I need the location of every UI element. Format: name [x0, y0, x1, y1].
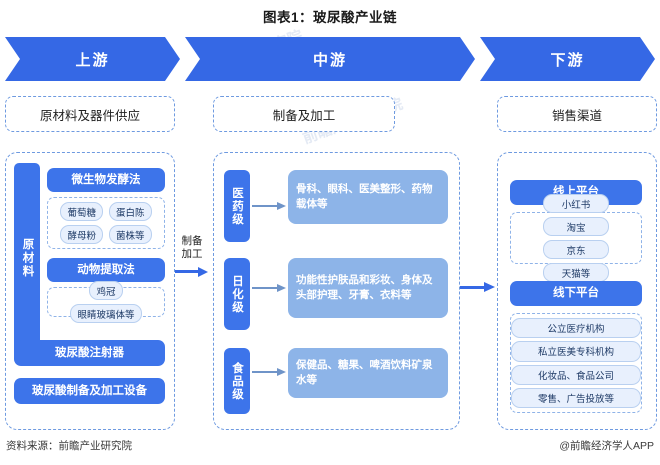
stage-upstream[interactable]: 上游: [5, 37, 180, 81]
method-fermentation[interactable]: 微生物发酵法: [47, 168, 165, 192]
list-item: 公立医疗机构: [511, 318, 641, 339]
connector-label-line1: 制备: [181, 235, 203, 248]
stage-banner: 上游 中游 下游: [5, 37, 655, 81]
method-animal-extraction[interactable]: 动物提取法: [47, 258, 165, 282]
grade-cosmetic-label: 日化级: [231, 274, 243, 314]
tag-item: 京东: [543, 240, 609, 259]
grade-food-label: 食品级: [231, 361, 243, 401]
offline-platform-list: 公立医疗机构 私立医美专科机构 化妆品、食品公司 零售、广告投放等: [510, 313, 642, 413]
arrow-right-icon: [252, 284, 286, 293]
stage-downstream[interactable]: 下游: [480, 37, 655, 81]
connector-label-line2: 加工: [181, 248, 203, 260]
list-item: 零售、广告投放等: [511, 387, 641, 408]
tag-item: 鸡冠: [89, 281, 123, 300]
connector-midstream-downstream: [460, 282, 496, 294]
tag-item: 小红书: [543, 194, 609, 213]
arrow-right-icon: [175, 266, 209, 277]
section-header-upstream: 原材料及器件供应: [5, 96, 175, 132]
grade-pharmaceutical[interactable]: 医药级: [224, 170, 250, 242]
grade-pharmaceutical-label: 医药级: [231, 186, 243, 226]
channel-offline[interactable]: 线下平台: [510, 281, 642, 306]
products-pharmaceutical: 骨科、眼科、医美整形、药物载体等: [288, 170, 448, 224]
grade-cosmetic[interactable]: 日化级: [224, 258, 250, 330]
connector-upstream-midstream: 制备 加工: [171, 222, 213, 290]
section-header-downstream: 销售渠道: [497, 96, 657, 132]
stage-upstream-label: 上游: [75, 51, 110, 69]
products-food: 保健品、糖果、啤酒饮料矿泉水等: [288, 348, 448, 398]
brand-note: @前瞻经济学人APP: [559, 440, 654, 452]
raw-material-rail-label: 原材料: [21, 237, 34, 279]
device-syringe[interactable]: 玻尿酸注射器: [14, 340, 165, 366]
tag-item: 菌株等: [109, 225, 152, 244]
tag-item: 眼睛玻璃体等: [70, 304, 142, 323]
tag-item: 葡萄糖: [60, 202, 103, 221]
products-cosmetic: 功能性护肤品和彩妆、身体及头部护理、牙膏、衣料等: [288, 258, 448, 318]
arrow-right-icon: [252, 202, 286, 211]
tag-item: 蛋白陈: [109, 202, 152, 221]
list-item: 私立医美专科机构: [511, 341, 641, 362]
stage-downstream-label: 下游: [550, 51, 585, 69]
tag-item: 天猫等: [543, 263, 609, 282]
fermentation-tag-group: 葡萄糖 蛋白陈 酵母粉 菌株等: [47, 197, 165, 249]
page-title: 图表1：玻尿酸产业链: [262, 10, 397, 25]
grade-food[interactable]: 食品级: [224, 348, 250, 414]
arrow-right-icon: [252, 368, 286, 377]
online-platform-tag-group: 小红书 淘宝 京东 天猫等: [510, 194, 642, 282]
section-header-midstream: 制备及加工: [213, 96, 395, 132]
tag-item: 淘宝: [543, 217, 609, 236]
list-item: 化妆品、食品公司: [511, 364, 641, 385]
animal-extraction-tag-group: 鸡冠 眼睛玻璃体等: [47, 281, 165, 323]
stage-midstream[interactable]: 中游: [185, 37, 475, 81]
raw-material-rail: 原材料: [14, 163, 40, 353]
tag-item: 酵母粉: [60, 225, 103, 244]
source-note: 资料来源：前瞻产业研究院: [6, 440, 132, 452]
stage-midstream-label: 中游: [312, 51, 347, 69]
device-production-equipment[interactable]: 玻尿酸制备及加工设备: [14, 378, 165, 404]
